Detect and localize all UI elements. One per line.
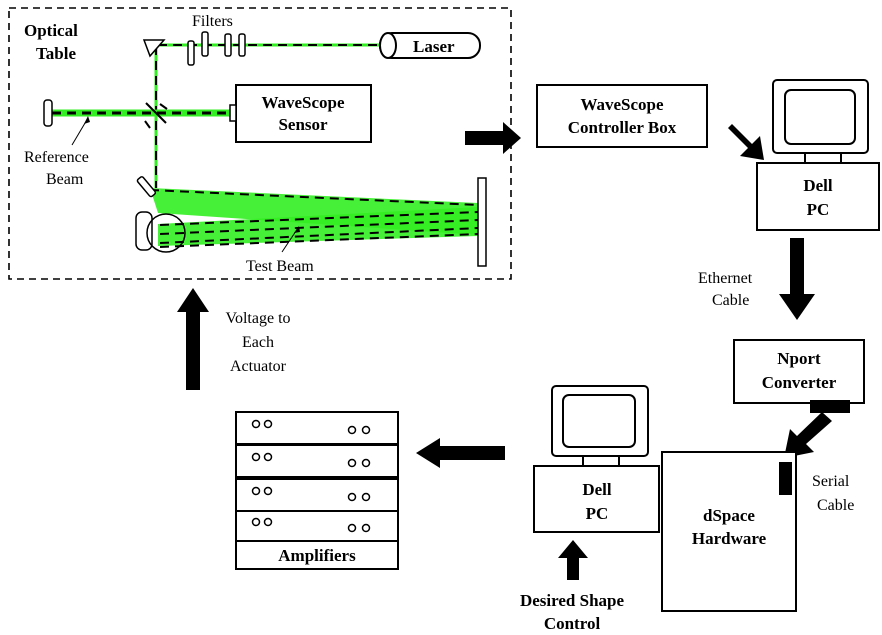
beam-splitter-icon bbox=[144, 102, 168, 129]
dell-pc-bottom-line2: PC bbox=[586, 504, 609, 523]
dspace-hardware: dSpace Hardware bbox=[661, 451, 797, 612]
dell-pc-bottom-line1: Dell bbox=[582, 480, 612, 499]
voltage-line2: Each bbox=[242, 334, 274, 351]
amplifiers-label-box bbox=[235, 540, 399, 570]
arrow-up-to-optical-table bbox=[177, 288, 209, 390]
ethernet-line2: Cable bbox=[712, 292, 749, 309]
periscope-mirror-icon bbox=[142, 39, 166, 58]
controller-box-line1: WaveScope bbox=[580, 95, 664, 114]
wavescope-sensor: WaveScope Sensor bbox=[229, 84, 372, 143]
dspace-line2: Hardware bbox=[692, 529, 767, 548]
optical-table-label-line2: Table bbox=[36, 44, 76, 63]
dell-pc-top-line1: Dell bbox=[803, 176, 833, 195]
dell-pc-top-line2: PC bbox=[807, 200, 830, 219]
serial-port bbox=[779, 462, 792, 495]
arrow-down-to-nport bbox=[779, 238, 815, 320]
dell-pc-bottom: Dell PC bbox=[533, 385, 660, 533]
arrow-to-amplifiers bbox=[416, 438, 505, 468]
desired-shape-line1: Desired Shape bbox=[520, 591, 625, 610]
monitor-icon bbox=[772, 79, 869, 164]
laser-label: Laser bbox=[413, 37, 455, 56]
arrow-up-to-dell-pc-bottom bbox=[558, 540, 588, 580]
filters-label: Filters bbox=[192, 13, 233, 30]
amplifier-unit bbox=[235, 510, 399, 542]
serial-line2: Cable bbox=[817, 497, 854, 514]
amplifiers-label: Amplifiers bbox=[278, 546, 356, 565]
desired-shape-line2: Control bbox=[544, 614, 601, 633]
serial-line1: Serial bbox=[812, 473, 850, 490]
filters-icon bbox=[187, 31, 246, 66]
amplifier-unit bbox=[235, 444, 399, 478]
amplifiers: Amplifiers bbox=[235, 411, 399, 570]
amplifier-unit bbox=[235, 478, 399, 512]
arrow-to-dspace bbox=[784, 412, 832, 458]
arrow-to-controller bbox=[465, 122, 521, 154]
reference-beam-line2: Beam bbox=[46, 171, 84, 188]
voltage-line3: Actuator bbox=[230, 358, 287, 375]
arrow-to-dell-pc-top bbox=[723, 124, 764, 160]
flat-mirror-icon bbox=[477, 177, 487, 267]
nport-line1: Nport bbox=[777, 349, 821, 368]
wavescope-sensor-line1: WaveScope bbox=[261, 93, 345, 112]
laser-icon bbox=[379, 32, 481, 59]
nport-line2: Converter bbox=[762, 373, 837, 392]
wavescope-sensor-line2: Sensor bbox=[278, 115, 328, 134]
monitor-icon bbox=[551, 385, 649, 467]
reference-mirror-icon bbox=[43, 99, 53, 127]
nport-converter: Nport Converter bbox=[733, 339, 865, 413]
test-beam-label: Test Beam bbox=[246, 258, 314, 275]
optical-table-label-line1: Optical bbox=[24, 21, 78, 40]
nport-port bbox=[810, 400, 850, 413]
test-beam-path bbox=[149, 188, 479, 248]
optical-table: Optical Table bbox=[8, 7, 512, 280]
controller-box-line2: Controller Box bbox=[568, 118, 677, 137]
amplifier-unit bbox=[235, 411, 399, 445]
voltage-line1: Voltage to bbox=[225, 310, 290, 327]
reference-beam-line1: Reference bbox=[24, 149, 89, 166]
ethernet-line1: Ethernet bbox=[698, 270, 753, 287]
wavescope-controller-box: WaveScope Controller Box bbox=[536, 84, 708, 148]
deformable-mirror-icon bbox=[135, 211, 186, 253]
dspace-line1: dSpace bbox=[703, 506, 755, 525]
dell-pc-top: Dell PC bbox=[756, 79, 880, 231]
fold-mirror-icon bbox=[136, 176, 157, 198]
